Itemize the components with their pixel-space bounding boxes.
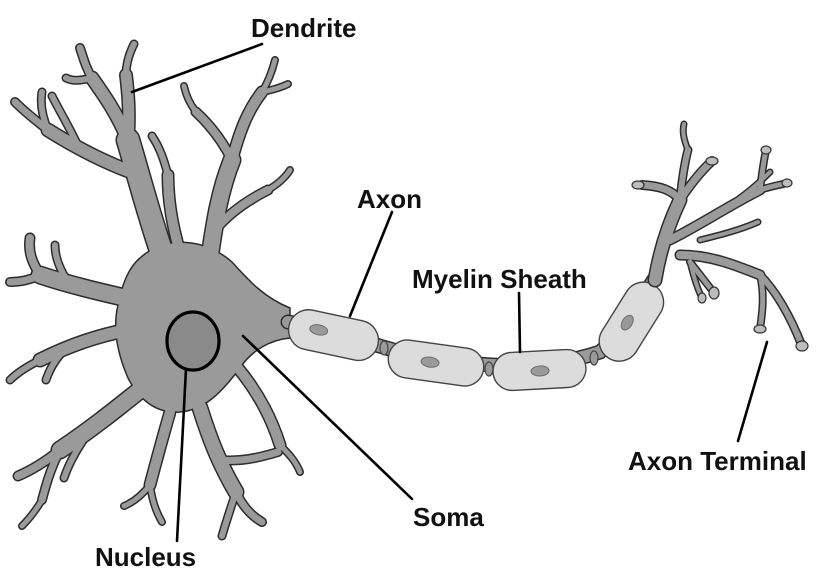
axon-leader-line [350, 212, 392, 316]
node-of-ranvier [590, 351, 598, 365]
dendrite-leader-line [132, 44, 262, 92]
dendrite-branch [60, 390, 140, 450]
dendrite-label: Dendrite [251, 13, 356, 43]
myelin-sheath-segment [386, 338, 486, 389]
dendrite-branch [10, 360, 40, 380]
nucleus-shape [167, 312, 219, 370]
dendrite-branch [150, 412, 170, 485]
axon-terminal-branch [760, 275, 763, 329]
dendrite-branch [22, 500, 42, 526]
axon-terminal-branches [642, 124, 802, 346]
axon-terminal-leader-line [738, 342, 767, 441]
nucleus-label: Nucleus [95, 542, 196, 572]
node-of-ranvier [485, 362, 493, 376]
dendrite-branch [200, 408, 236, 492]
myelin-sheath-segment [592, 275, 671, 369]
dendrite-branch [66, 78, 92, 80]
node-of-ranvier [380, 341, 388, 355]
axon-terminal-label: Axon Terminal [628, 446, 807, 476]
myelin-sheath-segment [492, 349, 587, 392]
myelin-sheath-segment [285, 306, 382, 364]
axon-label: Axon [357, 184, 422, 214]
dendrite-branch [126, 75, 129, 140]
dendrite-branch [196, 112, 232, 160]
myelin-sheath-leader-line [519, 293, 520, 352]
dendrite-branch [280, 445, 300, 472]
myelin-sheath-label: Myelin Sheath [412, 264, 587, 294]
dendrite-branch [238, 368, 280, 445]
soma-label: Soma [413, 502, 484, 532]
